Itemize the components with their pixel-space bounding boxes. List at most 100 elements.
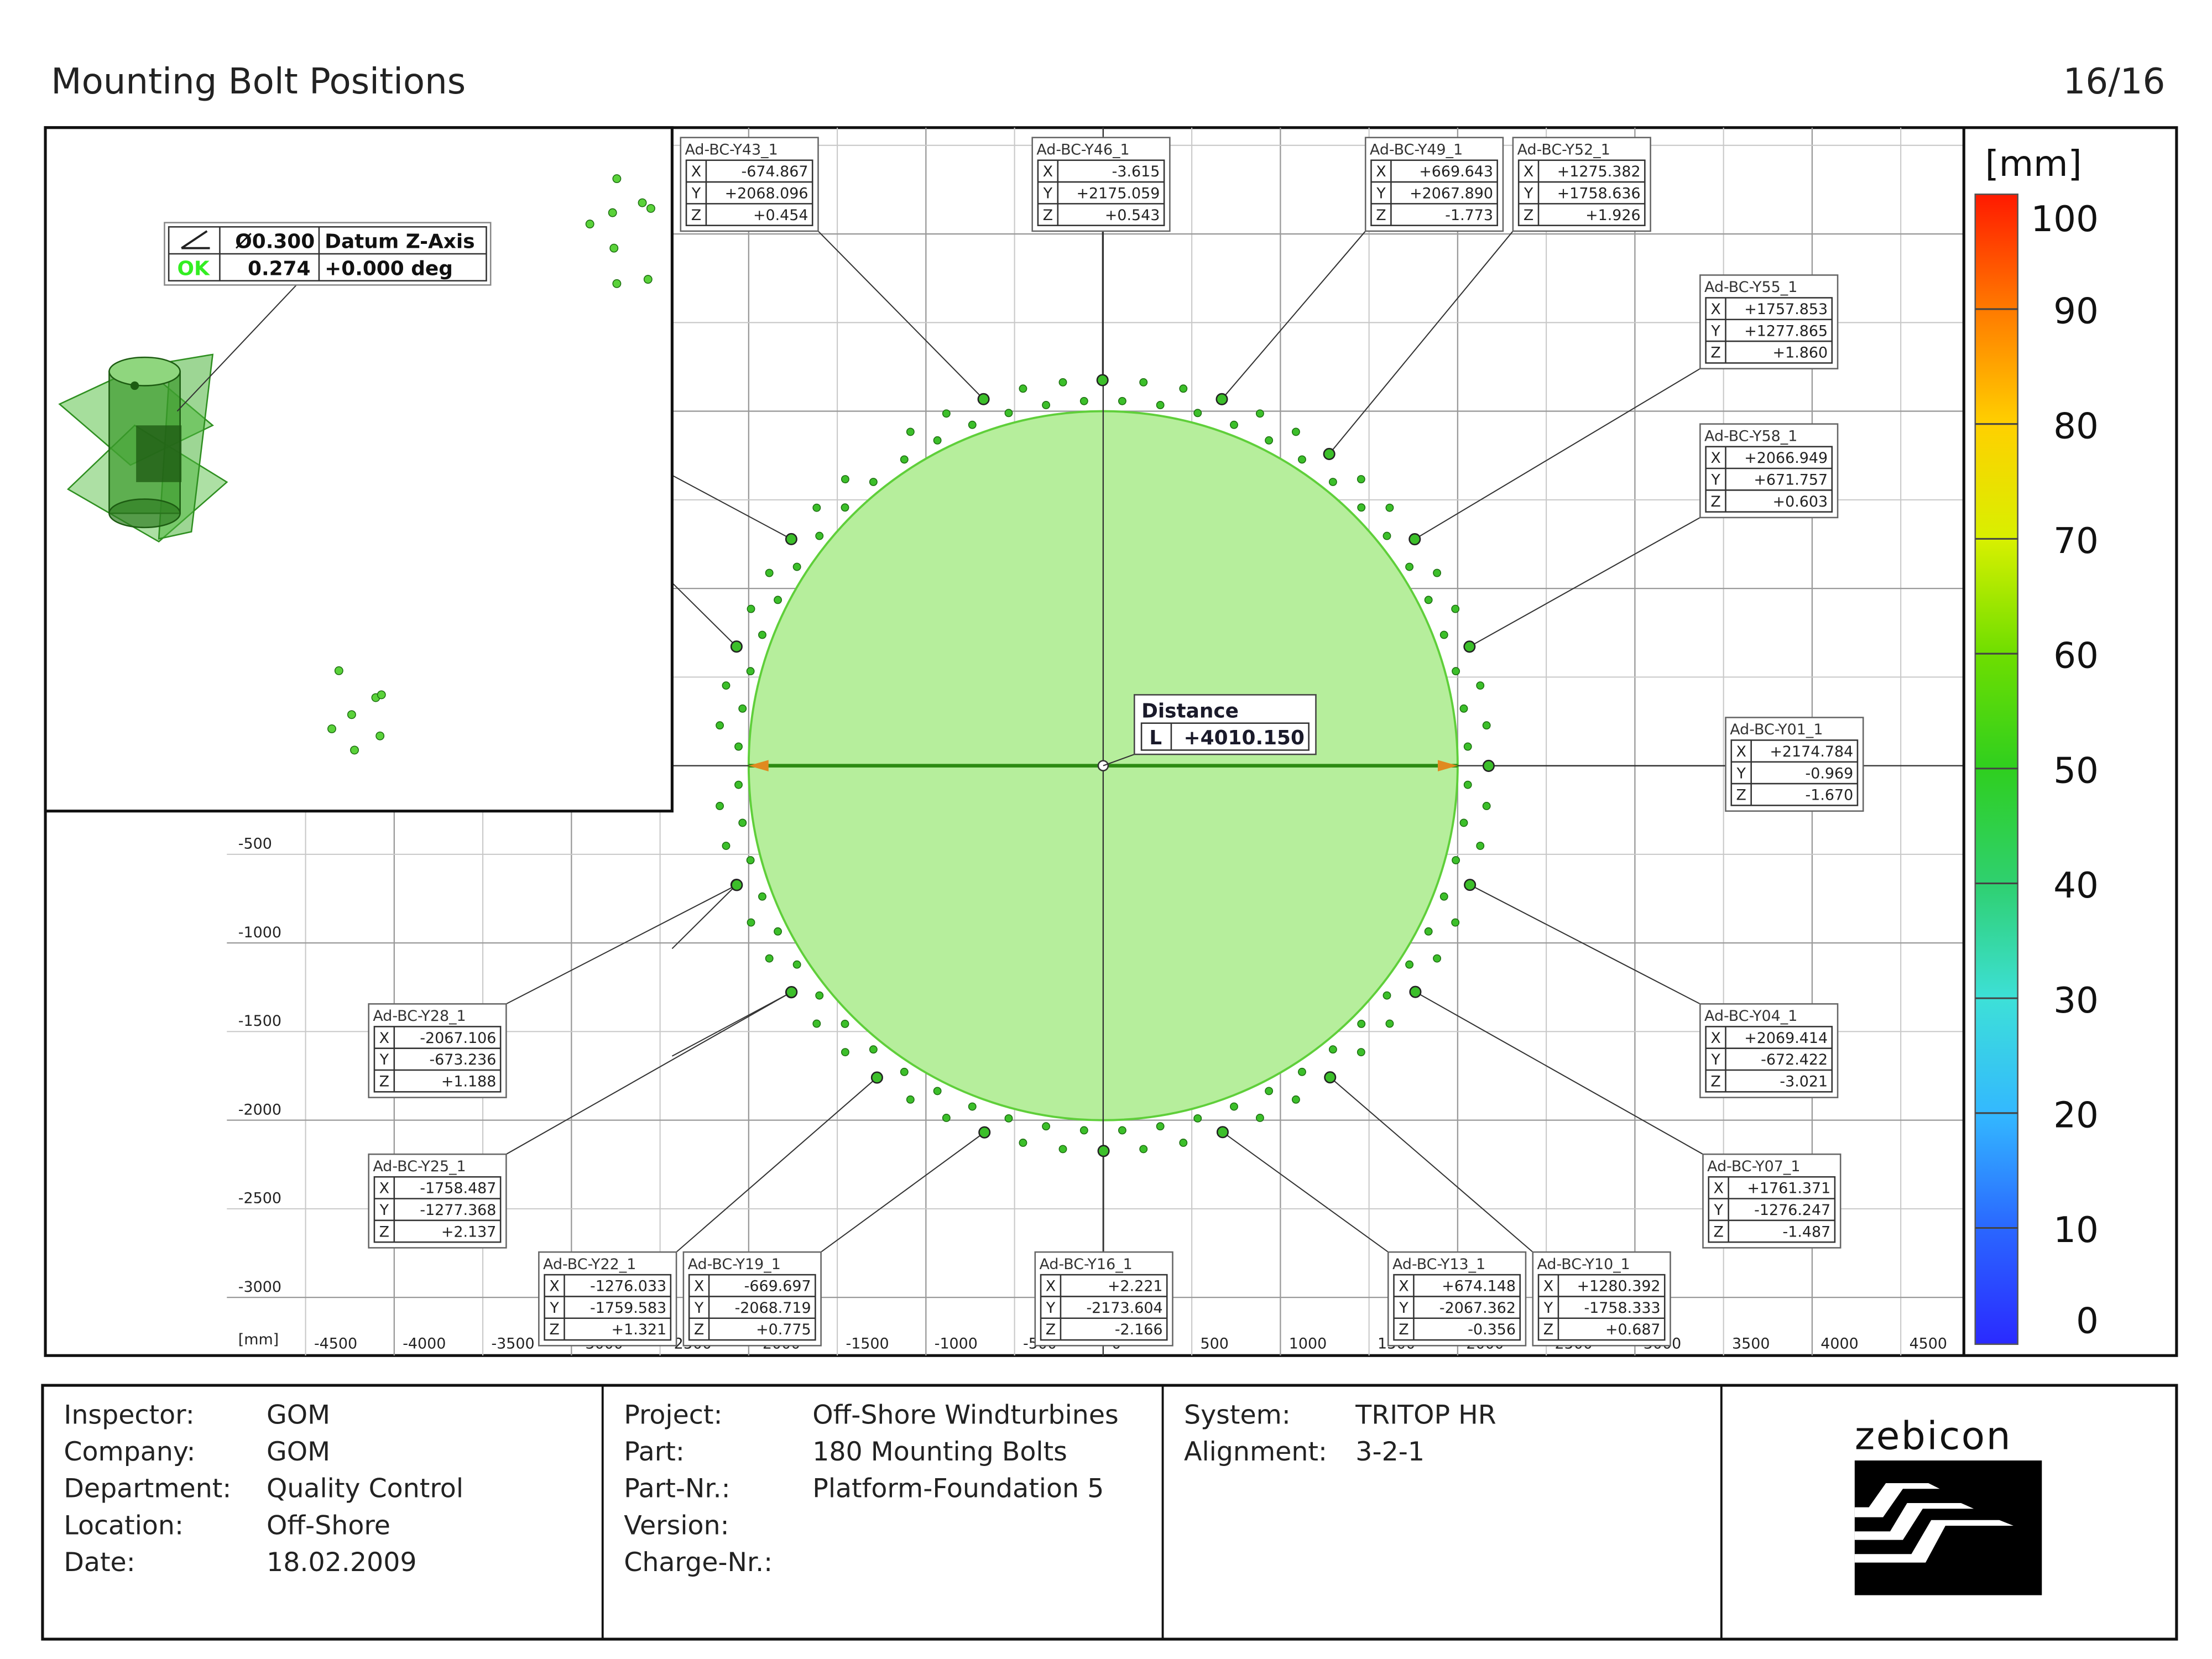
bolt-dot bbox=[815, 531, 824, 540]
x-axis-unit: [mm] bbox=[238, 1331, 279, 1348]
zebicon-logo: zebicon bbox=[1854, 1415, 2042, 1595]
bolt-marker bbox=[730, 640, 743, 653]
coord-axis-label: Y bbox=[1543, 1300, 1553, 1317]
bolt-dot bbox=[609, 243, 619, 253]
coord-z-value: +1.188 bbox=[441, 1073, 497, 1091]
coord-x-value: +1280.392 bbox=[1577, 1278, 1661, 1295]
bolt-dot bbox=[734, 780, 743, 789]
inset-3d-view: Ø0.300 Datum Z-Axis OK 0.274 +0.000 deg bbox=[44, 126, 674, 813]
coord-axis-label: X bbox=[694, 1278, 704, 1295]
colorbar-tick-label: 80 bbox=[2053, 406, 2099, 447]
bolt-dot bbox=[347, 710, 356, 719]
arrow-right-icon bbox=[1438, 760, 1458, 771]
inset-bolt-dots bbox=[327, 174, 655, 755]
bolt-dot bbox=[747, 604, 755, 613]
leader-line bbox=[1329, 1077, 1533, 1253]
coord-x-value: +669.643 bbox=[1419, 163, 1493, 180]
status-ok: OK bbox=[178, 257, 210, 280]
bolt-dot bbox=[1058, 378, 1067, 387]
angle-value: +0.000 deg bbox=[325, 257, 453, 280]
tolerance-frame: Ø0.300 Datum Z-Axis OK 0.274 +0.000 deg bbox=[164, 222, 492, 286]
coord-axis-label: X bbox=[1713, 1180, 1723, 1197]
bolt-dot bbox=[906, 427, 915, 436]
coord-axis-label: Y bbox=[1710, 322, 1720, 340]
bolt-dot bbox=[869, 478, 878, 486]
coord-axis-label: Y bbox=[549, 1300, 559, 1317]
bolt-dot bbox=[643, 275, 653, 284]
bolt-dot bbox=[585, 220, 594, 229]
x-tick-label: 1000 bbox=[1289, 1335, 1327, 1352]
bolt-dot bbox=[1139, 378, 1148, 387]
bolt-dot bbox=[1385, 503, 1394, 512]
coord-axis-label: X bbox=[1710, 301, 1720, 318]
bolt-dot bbox=[638, 198, 647, 207]
bolt-dot bbox=[1118, 397, 1126, 405]
bolt-dot bbox=[612, 279, 622, 288]
bolt-dot bbox=[1179, 384, 1188, 393]
bolt-name: Ad-BC-Y22_1 bbox=[543, 1256, 636, 1273]
colorbar-tick-label: 70 bbox=[2053, 521, 2099, 562]
distance-label: Distance L +4010.150 bbox=[1103, 694, 1317, 766]
bolt-name: Ad-BC-Y25_1 bbox=[373, 1158, 466, 1175]
bolt-marker bbox=[1409, 985, 1422, 998]
coord-axis-label: Z bbox=[694, 1321, 704, 1338]
bolt-dot bbox=[1451, 918, 1460, 927]
bolt-dot bbox=[1357, 503, 1366, 512]
bolt-dot bbox=[1139, 1145, 1148, 1154]
coord-axis-label: Z bbox=[549, 1321, 559, 1338]
coord-y-value: -0.969 bbox=[1806, 765, 1854, 782]
bolt-dot bbox=[1357, 1048, 1365, 1057]
bolt-dot bbox=[716, 721, 724, 730]
svg-text:zebicon: zebicon bbox=[1855, 1415, 2012, 1459]
colorbar-tick-label: 40 bbox=[2053, 865, 2099, 906]
x-tick-label: 3500 bbox=[1732, 1335, 1770, 1352]
y-tick-label: -2000 bbox=[238, 1101, 281, 1118]
datum-label: Datum Z-Axis bbox=[325, 231, 474, 253]
leader-line bbox=[1222, 1131, 1389, 1253]
bolt-dot bbox=[1452, 856, 1460, 864]
coord-z-value: +1.860 bbox=[1773, 345, 1828, 362]
bolt-dot bbox=[1405, 562, 1414, 571]
bolt-dot bbox=[758, 892, 766, 901]
leader-line bbox=[505, 992, 792, 1155]
coord-x-value: -669.697 bbox=[744, 1278, 811, 1295]
bolt-dot bbox=[933, 1087, 942, 1095]
bolt-dot bbox=[1439, 892, 1448, 901]
coord-x-value: +1275.382 bbox=[1557, 163, 1641, 180]
coord-axis-label: Y bbox=[379, 1202, 389, 1219]
coord-z-value: -3.021 bbox=[1780, 1073, 1828, 1091]
bolt-dot bbox=[812, 1019, 821, 1028]
coord-z-value: +1.321 bbox=[612, 1321, 667, 1338]
coord-z-value: +0.775 bbox=[756, 1321, 811, 1338]
coord-y-value: +671.757 bbox=[1754, 471, 1828, 488]
bolt-dot bbox=[1385, 1019, 1394, 1028]
leader-line bbox=[1328, 231, 1514, 455]
colorbar-tick-label: 20 bbox=[2053, 1095, 2099, 1136]
bolt-dot bbox=[1328, 478, 1337, 486]
bolt-dot bbox=[1079, 1126, 1088, 1135]
leader-line bbox=[1221, 231, 1366, 400]
coord-x-value: +2066.949 bbox=[1744, 450, 1828, 467]
bolt-marker bbox=[1463, 640, 1476, 653]
leader-line bbox=[1415, 991, 1703, 1155]
footer-value: Off-Shore bbox=[267, 1510, 390, 1541]
bolt-dot bbox=[900, 455, 909, 464]
bolt-dot bbox=[1255, 409, 1264, 418]
bolt-dot bbox=[1265, 436, 1274, 445]
bolt-dot bbox=[1383, 531, 1391, 540]
footer-value: TRITOP HR bbox=[1355, 1400, 1496, 1430]
y-tick-label: -1500 bbox=[238, 1013, 281, 1030]
colorbar-tick-label: 30 bbox=[2053, 980, 2099, 1021]
bolt-dot bbox=[765, 568, 774, 577]
footer-label: System: bbox=[1184, 1400, 1291, 1430]
x-tick-label: -4000 bbox=[403, 1335, 446, 1352]
y-tick-label: -3000 bbox=[238, 1279, 281, 1296]
coord-x-value: -1758.487 bbox=[420, 1180, 496, 1197]
coord-y-value: -2173.604 bbox=[1086, 1300, 1162, 1317]
bolt-dot bbox=[350, 745, 359, 755]
coord-x-value: +2.221 bbox=[1108, 1278, 1163, 1295]
colorbar-tick-label: 0 bbox=[2076, 1301, 2099, 1342]
leader-line bbox=[817, 231, 984, 400]
coord-axis-label: Z bbox=[1713, 1223, 1723, 1240]
